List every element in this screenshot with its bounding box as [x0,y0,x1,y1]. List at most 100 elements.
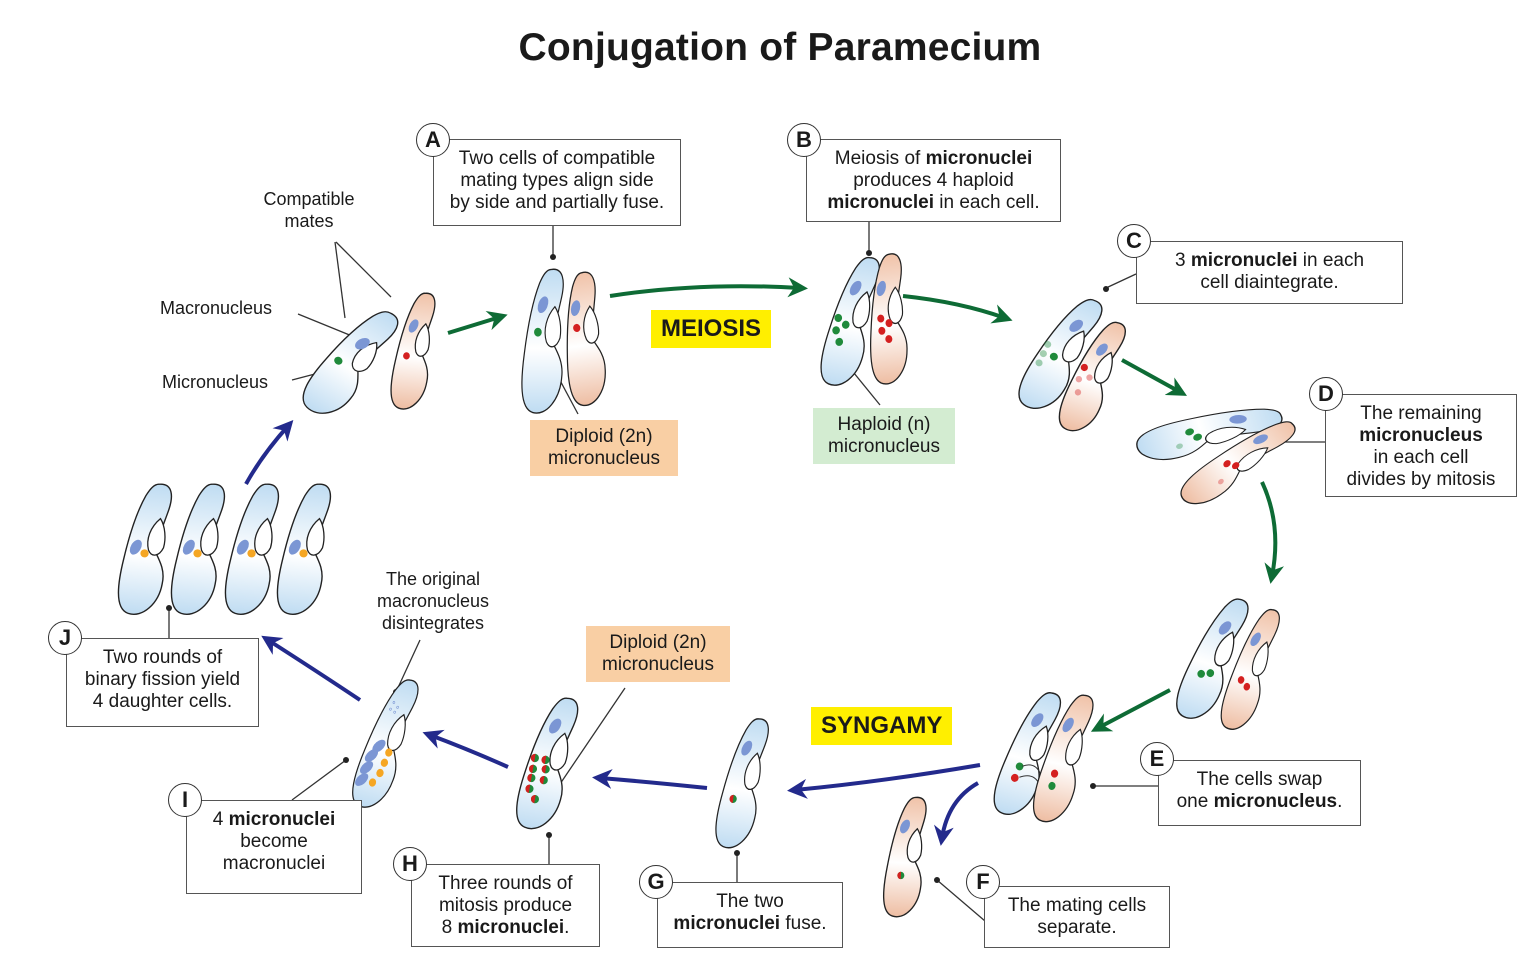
arrow-j-to-mates [244,420,294,485]
step-text-line: macronuclei [187,853,361,875]
step-text: divides by mitosis [1346,469,1496,490]
step-text: mating types align side [460,170,654,191]
step-text: . [1337,791,1343,812]
macronucleus [548,718,562,734]
disintegrating-macronucleus [393,710,396,714]
leader-dot [550,254,556,260]
macronucleus [364,749,379,762]
label-micronucleus: Micronucleus [162,372,269,392]
fused-micronucleus-half [530,753,536,763]
step-text: by side and partially fuse. [449,192,665,213]
step-text: Two rounds of [102,647,223,668]
micronucleus [140,549,149,558]
arrow-h-to-i [422,729,509,769]
step-text-line: Two cells of compatible [434,148,680,170]
step-text-bold: micronuclei [457,917,565,938]
note-haploid: Haploid (n) micronucleus [813,408,955,464]
step-text: macronuclei [222,853,326,874]
fused-micronucleus-half [539,776,545,785]
step-text: in each [1297,250,1365,271]
fused-micronucleus-half [530,795,536,804]
step-text-line: The cells swap [1159,769,1360,791]
macronucleus [899,819,911,834]
step-text-line: 4 daughter cells. [67,691,258,713]
step-text: in each cell [1373,447,1469,468]
step-text-bold: micronuclei [228,809,336,830]
step-text-line: 4 micronuclei [187,809,361,831]
step-text-line: mating types align side [434,170,680,192]
step-text: The mating cells [1007,895,1147,916]
step-text-line: mitosis produce [412,895,599,917]
leader-dot [343,757,349,763]
micronucleus [1035,359,1043,367]
step-text-line: Meiosis of micronuclei [807,148,1060,170]
arrow-c-to-d [1121,358,1188,396]
macronucleus [1253,434,1268,445]
arrow-a-to-b [609,277,808,298]
step-text-line: in each cell [1326,447,1516,469]
cell-mate-blue [295,294,403,427]
step-text-bold: micronuclei [827,192,935,213]
macronucleus [876,280,886,297]
cell-e-peach [1028,688,1096,828]
disintegrating-macronucleus [392,701,396,704]
micronucleus [334,356,343,365]
leader-diploid-bottom [559,687,626,785]
cell-mate-peach [388,290,437,412]
micronucleus [832,326,840,335]
cell-daughter-4 [274,480,333,618]
meiosis-label: MEIOSIS [651,310,772,348]
micronucleus [885,335,893,343]
step-letter-badge-g: G [639,865,673,899]
cell-daughter-2 [168,480,227,618]
step-text: mitosis produce [438,895,573,916]
macronucleus [849,280,862,296]
page-title: Conjugation of Paramecium [518,26,1042,69]
arrow-to-e [1090,688,1171,732]
step-text-line: by side and partially fuse. [434,192,680,214]
leader-compatible-1 [334,241,346,319]
micronucleus [835,337,844,346]
macronucleus [359,761,374,774]
step-text: The cells swap [1196,769,1323,790]
step-text-line: cell diaintegrate. [1137,272,1402,294]
micronucleus [534,327,542,337]
step-text-line: separate. [985,917,1169,939]
step-text: 4 daughter cells. [92,691,233,712]
leader-compatible-2 [335,241,392,298]
step-text: Three rounds of [438,873,573,894]
step-letter-badge-c: C [1117,224,1151,258]
step-text: in each cell. [934,192,1040,213]
leader-dot [1103,286,1109,292]
micronucleus [1086,374,1093,381]
cell-membrane [115,480,174,618]
step-letter-badge-e: E [1140,742,1174,776]
step-letter-badge-i: I [168,783,202,817]
step-text-line: 8 micronuclei. [412,917,599,939]
macronucleus [288,539,301,555]
micronucleus [1185,428,1194,436]
macronucleus [236,539,249,555]
note-diploid-top: Diploid (2n) micronucleus [530,420,678,476]
note-diploid-bottom: Diploid (2n) micronucleus [586,626,730,682]
step-text-line: The two [658,891,842,913]
step-text-line: produces 4 haploid [807,170,1060,192]
micronucleus [299,549,308,558]
macronucleus [570,300,581,316]
micronucleus [877,314,885,323]
cell-membrane [388,290,437,412]
cell-g-blue [712,714,771,852]
leader-dot [734,850,740,856]
micronucleus [1197,669,1206,678]
fused-micronucleus-half [897,871,902,880]
cell-membrane [274,480,333,618]
cell-d-blue [1132,389,1285,471]
cell-i-blue [347,672,422,814]
